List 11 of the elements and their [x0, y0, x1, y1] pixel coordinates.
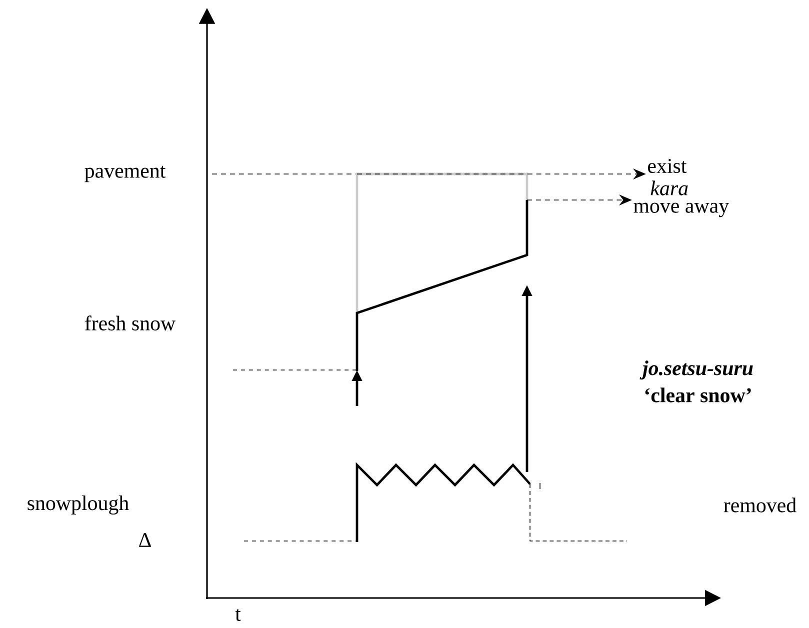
node-text: move away: [634, 202, 729, 218]
gloss-label: ‘clear snow’: [645, 388, 751, 402]
axis-label: fresh snow: [85, 316, 176, 330]
particle-label: kara: [650, 180, 688, 196]
delta-symbol: Δ: [139, 533, 151, 547]
verb-label: jo.setsu-suru: [640, 360, 753, 380]
time-label: t: [235, 609, 241, 621]
axis-label: pavement: [84, 166, 166, 182]
state-label: removed: [724, 498, 796, 512]
axis-label: snowplough: [28, 495, 129, 514]
node-text: exist: [648, 158, 687, 174]
